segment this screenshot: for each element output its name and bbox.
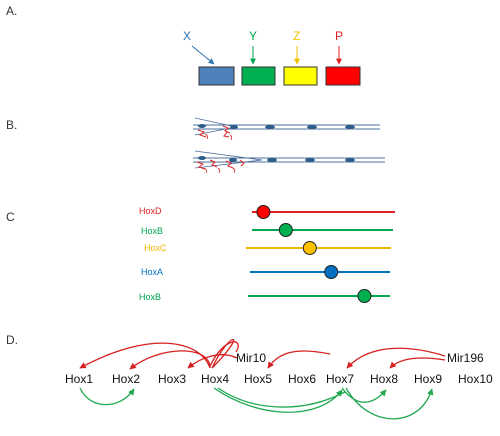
panel-c-label: C — [6, 210, 15, 224]
hox-row-label-2: HoxB — [141, 226, 164, 236]
gene-label-hox8: Hox8 — [370, 372, 399, 386]
gene-label-hox7: Hox7 — [326, 372, 355, 386]
panel-d-label: D. — [6, 333, 18, 347]
marker-z-label: Z — [293, 29, 301, 43]
hox-row-dot-3 — [302, 241, 317, 255]
gene-label-hox1: Hox1 — [65, 372, 94, 386]
chromatin-track-2 — [193, 150, 385, 174]
regulation-arrows-green — [79, 387, 434, 420]
hox-row-label-4: HoxA — [141, 267, 164, 277]
box-2 — [241, 66, 276, 86]
gene-label-hox2: Hox2 — [112, 372, 141, 386]
mirna-label-mir196: Mir196 — [447, 351, 484, 365]
marker-x-label: X — [183, 29, 192, 43]
hox-row-label-1: HoxD — [139, 206, 162, 216]
marker-y-label: Y — [249, 29, 258, 43]
hox-row-label-5: HoxB — [139, 292, 162, 302]
chromatin-track-1 — [193, 117, 380, 141]
gene-label-hox6: Hox6 — [288, 372, 317, 386]
panel-b-label: B. — [6, 118, 18, 132]
box-1 — [198, 66, 235, 86]
hox-row-label-3: HoxC — [144, 243, 167, 253]
gene-label-hox4: Hox4 — [201, 372, 230, 386]
hox-row-dot-5 — [357, 289, 372, 303]
gene-label-hox10: Hox10 — [458, 372, 493, 386]
marker-p-label: P — [335, 29, 344, 43]
regulation-arrows-red — [79, 339, 446, 370]
hox-row-dot-2 — [278, 223, 293, 237]
panel-a-label: A. — [6, 4, 18, 18]
marker-x-arrow — [191, 45, 215, 65]
hox-row-dot-1 — [256, 205, 271, 219]
gene-label-hox3: Hox3 — [158, 372, 187, 386]
mirna-label-mir10: Mir10 — [236, 351, 267, 365]
gene-label-hox9: Hox9 — [414, 372, 443, 386]
box-4 — [325, 66, 361, 86]
gene-label-hox5: Hox5 — [244, 372, 273, 386]
box-3 — [283, 66, 318, 86]
hox-row-dot-4 — [324, 265, 339, 279]
